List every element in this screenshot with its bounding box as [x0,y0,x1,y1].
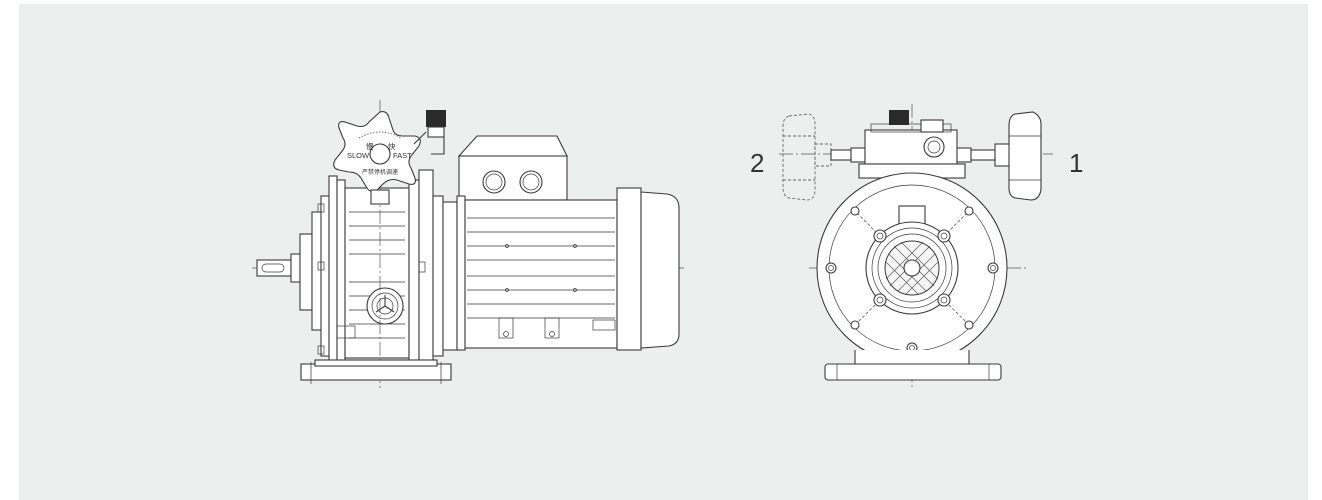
knob-warning-label: 严禁停机调速 [362,168,398,176]
oil-plug [366,287,404,325]
terminal-box [457,135,568,201]
side-base [300,359,452,384]
fan-cover [616,187,680,351]
knob-slow-label: SLOW [347,151,370,160]
callout-1: 1 [1069,148,1083,178]
motor-body [456,195,618,351]
drawing-panel: 慢 快 SLOW FAST 严禁停机调速 [19,4,1308,500]
callout-2: 2 [750,148,764,178]
knob-position-1 [994,111,1042,201]
speed-indicator [413,110,446,155]
knob-fast-label: FAST [393,151,412,160]
variator-housing [328,169,458,371]
front-top-block [850,110,996,165]
front-flange [299,195,330,357]
knob-fast-cn: 快 [388,141,396,151]
front-base [824,350,1002,381]
front-flange-disc [816,172,1008,364]
output-shaft [256,253,301,283]
knob-position-2 [782,113,852,201]
side-view: 慢 快 SLOW FAST 严禁停机调速 [252,100,686,388]
knob-slow-cn: 慢 [366,141,374,151]
speed-knob: 慢 快 SLOW FAST 严禁停机调速 [333,111,421,205]
front-view: 2 1 [750,104,1083,390]
technical-drawing: 慢 快 SLOW FAST 严禁停机调速 [19,4,1308,500]
